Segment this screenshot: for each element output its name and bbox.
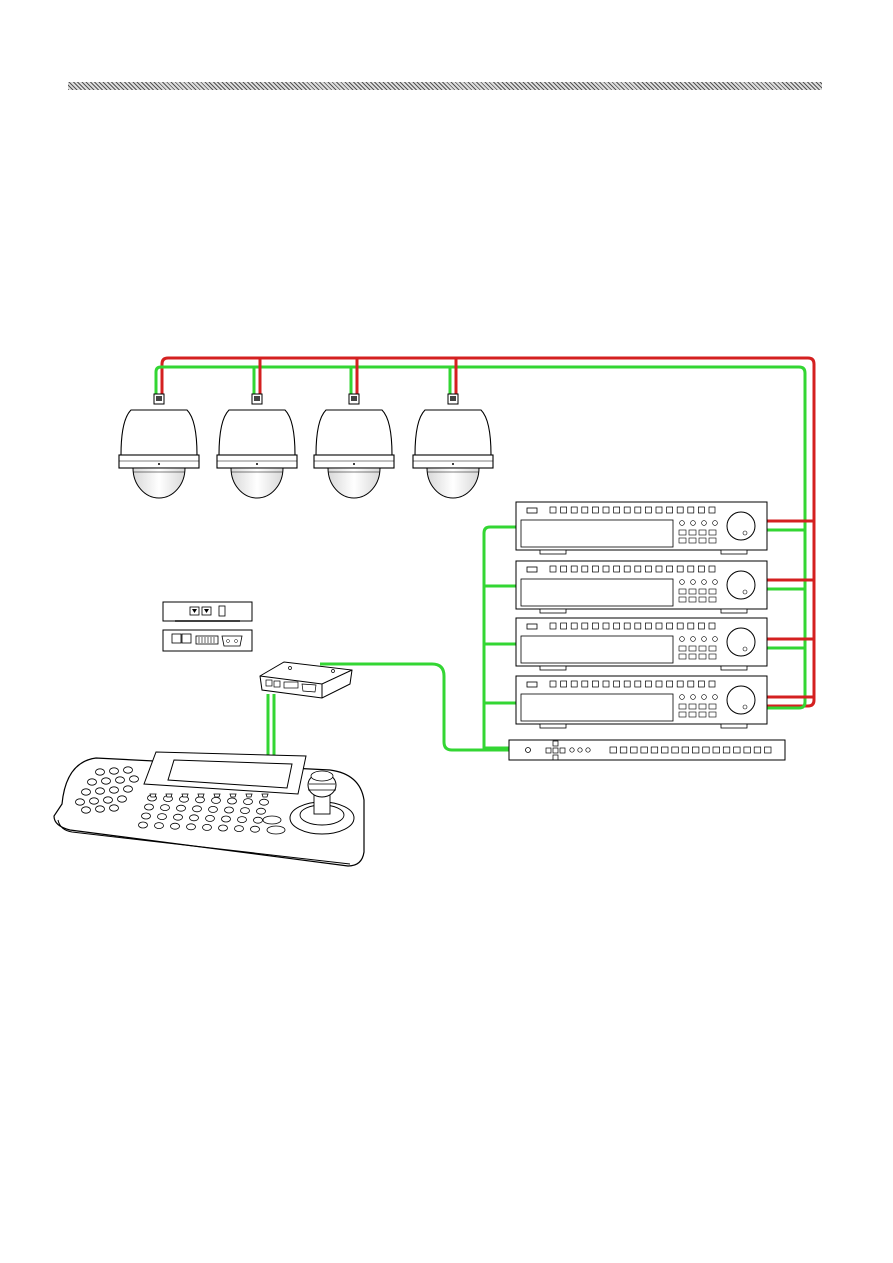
dome-camera-2 [217,394,297,498]
dvr-stack [516,502,767,728]
keyboard-cable [268,694,274,762]
dvr-icon [516,676,767,728]
dome-cameras [119,394,493,498]
dome-camera-icon [119,394,199,498]
system-keyboard-controller [54,752,364,866]
connection-box-port-view-1 [163,602,252,621]
rs485-connection-box [260,662,352,698]
dvr-2 [516,561,767,613]
connection-box-port-view-2 [163,630,252,651]
dome-camera-icon [217,394,297,498]
dvr-icon [516,561,767,613]
dome-camera-4 [413,394,493,498]
rack-distributor-unit [509,740,785,760]
dvr-4 [516,676,767,728]
dome-camera-1 [119,394,199,498]
dvr-icon [516,502,767,554]
dvr-icon [516,618,767,670]
dome-camera-icon [314,394,394,498]
dome-camera-icon [413,394,493,498]
dvr-tap-wires [767,521,814,697]
dvr-1 [516,502,767,554]
dvr-left-data-wire [484,527,516,748]
dvr-3 [516,618,767,670]
dome-camera-3 [314,394,394,498]
camera-drop-wires [254,358,456,394]
